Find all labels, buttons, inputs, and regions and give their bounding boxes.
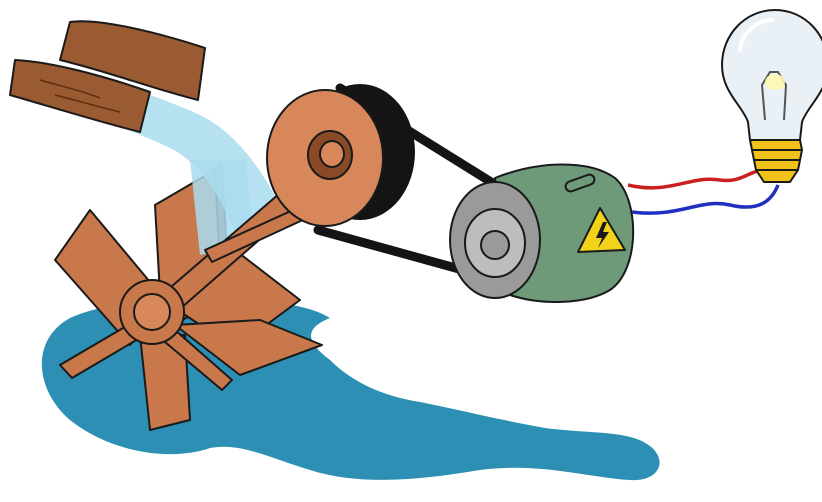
- water-trough: [9, 20, 206, 133]
- wire-negative: [631, 184, 780, 215]
- drive-pulley: [266, 84, 415, 227]
- wheel-paddle: [174, 319, 323, 376]
- lightning-icon: [596, 222, 609, 248]
- bulb-base: [749, 139, 803, 183]
- wheel-hub-inner: [133, 293, 171, 331]
- bulb-filament: [760, 71, 788, 121]
- water-pool: [41, 301, 660, 481]
- generator: [449, 163, 635, 303]
- light-bulb: [721, 9, 822, 183]
- wire-positive: [627, 168, 763, 190]
- trough-front-board: [9, 59, 151, 133]
- generator-slot: [564, 173, 596, 193]
- trough-back-board: [59, 20, 206, 101]
- wires: [627, 168, 780, 215]
